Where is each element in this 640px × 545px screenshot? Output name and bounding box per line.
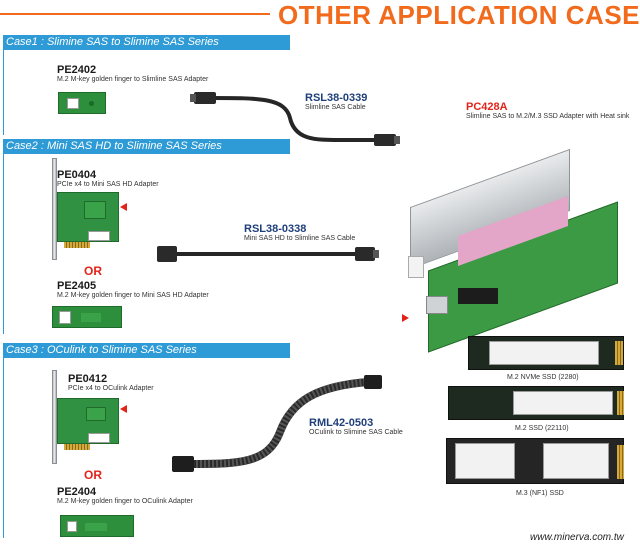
page-title: OTHER APPLICATION CASES [278, 0, 640, 30]
ssd-gold-finger [617, 391, 624, 415]
target-desc: Slimline SAS to M.2/M.3 SSD Adapter with… [466, 113, 630, 120]
m2-slot [458, 288, 498, 304]
mini-sas-hd-port [59, 311, 71, 324]
case3-adapter-b-desc: M.2 M-key golden finger to OCulink Adapt… [57, 498, 193, 505]
case1-cable-desc: Slimline SAS Cable [305, 104, 366, 111]
mount-hole [89, 101, 94, 106]
power-connector [408, 256, 424, 278]
rsl38-0339-cable [190, 92, 400, 146]
case1-adapter-desc: M.2 M-key golden finger to Slimline SAS … [57, 76, 209, 83]
case2-title: Case2 : Mini SAS HD to Slimine SAS Serie… [6, 140, 222, 152]
case1-title: Case1 : Slimine SAS to Slimine SAS Serie… [6, 36, 219, 48]
case1-cable-code: RSL38-0339 [305, 92, 368, 104]
case1-title-bar: Case1 : Slimine SAS to Slimine SAS Serie… [3, 35, 290, 50]
m3-nf1-ssd [446, 438, 624, 484]
pcb-chip [81, 313, 101, 322]
oculink-port [67, 521, 77, 532]
pcb-chip [86, 407, 106, 421]
pe0412-bracket [52, 370, 57, 464]
pcie-gold-finger [64, 242, 90, 248]
case3-adapter-b-code: PE2404 [57, 486, 97, 498]
pe2404-board [60, 515, 134, 537]
pcie-gold-finger [64, 444, 90, 450]
case2-adapter-b-desc: M.2 M-key golden finger to Mini SAS HD A… [57, 292, 209, 299]
pe2405-board [52, 306, 122, 328]
m2-22110-ssd [448, 386, 624, 420]
pcb-heatspreader [84, 201, 106, 219]
case1-frame [3, 50, 4, 135]
red-arrow-icon [120, 405, 127, 413]
m2-nvme-2280-ssd [468, 336, 624, 370]
red-arrow-icon [402, 314, 409, 322]
case2-or-label: OR [84, 264, 102, 278]
red-arrow-icon [120, 203, 127, 211]
pe2402-board [58, 92, 106, 114]
case3-adapter-a-code: PE0412 [68, 373, 108, 385]
ssd-caption-1: M.2 NVMe SSD (2280) [507, 374, 579, 381]
target-code: PC428A [466, 101, 508, 113]
rml42-0503-cable [172, 375, 382, 472]
pe0404-card [57, 192, 119, 242]
ssd-label [543, 443, 609, 479]
footer-url[interactable]: www.minerva.com.tw [530, 532, 624, 543]
case3-adapter-a-desc: PCIe x4 to OCulink Adapter [68, 385, 154, 392]
case3-cable-code: RML42-0503 [309, 417, 374, 429]
slimline-sas-port [426, 296, 448, 314]
header-rule [0, 13, 270, 15]
ssd-caption-2: M.2 SSD (22110) [515, 425, 569, 432]
pe0412-card [57, 398, 119, 444]
case3-title: Case3 : OCulink to Slimine SAS Series [6, 344, 197, 356]
case2-cable-desc: Mini SAS HD to Slimline SAS Cable [244, 235, 356, 242]
case3-cable-desc: OCulink to Slimine SAS Cable [309, 429, 403, 436]
board-label [88, 433, 110, 443]
case3-or-label: OR [84, 468, 102, 482]
rsl38-0338-cable [157, 246, 379, 262]
case2-adapter-a-code: PE0404 [57, 169, 97, 181]
ssd-caption-3: M.3 (NF1) SSD [516, 490, 564, 497]
case3-frame [3, 358, 4, 538]
pe0404-bracket [52, 158, 57, 260]
slimline-sas-port [67, 98, 79, 109]
case2-adapter-b-code: PE2405 [57, 280, 97, 292]
case2-adapter-a-desc: PCIe x4 to Mini SAS HD Adapter [57, 181, 159, 188]
case3-title-bar: Case3 : OCulink to Slimine SAS Series [3, 343, 290, 358]
ssd-label [489, 341, 599, 365]
pcb-chip [85, 523, 107, 531]
ssd-label [513, 391, 613, 415]
case2-frame [3, 154, 4, 334]
case2-cable-code: RSL38-0338 [244, 223, 307, 235]
case2-title-bar: Case2 : Mini SAS HD to Slimine SAS Serie… [3, 139, 290, 154]
ssd-gold-finger [615, 341, 623, 365]
ssd-label [455, 443, 515, 479]
pc428a-adapter-image [398, 128, 638, 353]
case1-adapter-code: PE2402 [57, 64, 97, 76]
board-label [88, 231, 110, 241]
ssd-gold-finger [617, 445, 624, 479]
